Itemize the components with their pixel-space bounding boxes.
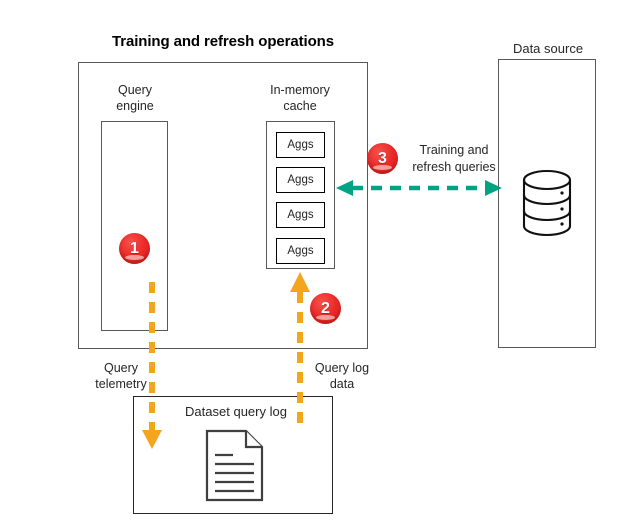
step-badge-2: 2	[310, 293, 341, 324]
query-log-data-label: Query log data	[314, 361, 370, 391]
dataset-query-log-label: Dataset query log	[185, 404, 287, 419]
query-telemetry-label: Query telemetry	[95, 361, 147, 391]
step-badge-1-number: 1	[130, 239, 139, 257]
aggs-box: Aggs	[276, 132, 325, 158]
aggs-box: Aggs	[276, 238, 325, 264]
step-badge-3: 3	[367, 143, 398, 174]
page-title: Training and refresh operations	[112, 33, 334, 50]
aggs-box: Aggs	[276, 167, 325, 193]
query-engine-label: Query engine	[116, 83, 154, 113]
data-source-label: Data source	[512, 41, 584, 56]
step-badge-1: 1	[119, 233, 150, 264]
query-engine-box	[101, 121, 168, 331]
step-badge-2-number: 2	[321, 299, 330, 317]
data-source-box	[498, 59, 596, 348]
training-refresh-queries-label: Training and refresh queries	[412, 143, 496, 174]
aggs-box: Aggs	[276, 202, 325, 228]
step-badge-3-number: 3	[378, 149, 387, 167]
in-memory-cache-label: In-memory cache	[270, 83, 330, 113]
